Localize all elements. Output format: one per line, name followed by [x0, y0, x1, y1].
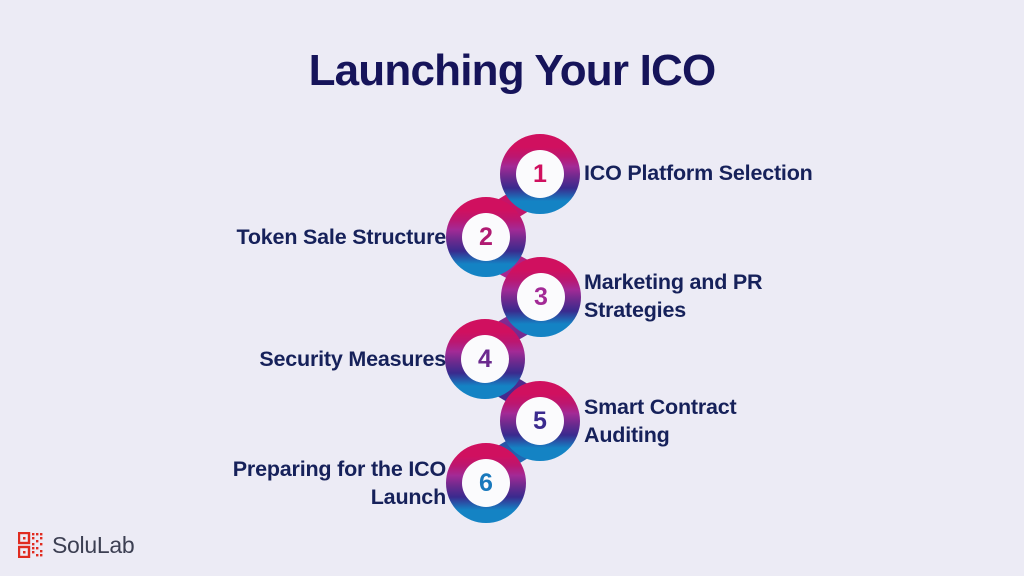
step-node-4[interactable]: 4: [461, 335, 509, 383]
solulab-qr-mark-icon: [18, 532, 43, 558]
step-label-4: Security Measures: [259, 347, 446, 371]
step-label-5: Smart Contract Auditing: [584, 395, 737, 447]
step-label-1: ICO Platform Selection: [584, 161, 813, 185]
step-number-5: 5: [533, 407, 547, 435]
flow-ribbon: [445, 134, 581, 523]
step-node-1[interactable]: 1: [516, 150, 564, 198]
brand-logo[interactable]: SoluLab: [18, 531, 135, 558]
step-number-4: 4: [478, 345, 492, 373]
page-title: Launching Your ICO: [308, 46, 717, 95]
step-node-3[interactable]: 3: [517, 273, 565, 321]
step-number-3: 3: [534, 283, 548, 311]
step-label-3: Marketing and PR Strategies: [584, 270, 763, 322]
brand-logo-text: SoluLab: [52, 531, 135, 558]
step-node-6[interactable]: 6: [462, 459, 510, 507]
step-number-1: 1: [533, 160, 547, 188]
step-node-5[interactable]: 5: [516, 397, 564, 445]
step-label-2: Token Sale Structure: [236, 225, 447, 249]
step-nodes: 1 2 3 4 5 6: [461, 150, 565, 507]
step-number-6: 6: [479, 469, 493, 497]
step-node-2[interactable]: 2: [462, 213, 510, 261]
step-number-2: 2: [479, 223, 493, 251]
step-label-6: Preparing for the ICO Launch: [232, 457, 446, 509]
